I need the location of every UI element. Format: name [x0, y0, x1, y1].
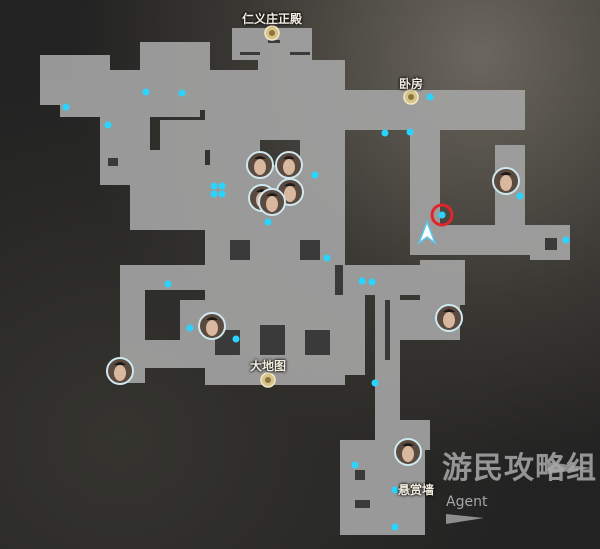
- npc-face: [114, 365, 126, 381]
- wall: [355, 470, 365, 480]
- floor-section: [140, 42, 210, 72]
- collectible-dot-icon[interactable]: [210, 182, 218, 190]
- npc-face: [284, 186, 296, 202]
- wall: [268, 40, 280, 43]
- collectible-dot-icon[interactable]: [371, 379, 379, 387]
- npc-face: [283, 159, 295, 175]
- floor-section: [205, 110, 345, 140]
- npc-face: [254, 159, 266, 175]
- map-floor: [40, 28, 570, 535]
- floor-section: [120, 265, 210, 290]
- wall: [108, 158, 118, 166]
- wall: [260, 325, 285, 355]
- collectible-dot-icon[interactable]: [426, 93, 434, 101]
- watermark-arrow: [548, 462, 592, 474]
- collectible-dot-icon[interactable]: [218, 182, 226, 190]
- npc-face: [402, 446, 414, 462]
- collectible-dot-icon[interactable]: [62, 103, 70, 111]
- floor-section: [40, 58, 60, 83]
- npc-hair: [263, 193, 281, 200]
- collectible-dot-icon[interactable]: [381, 129, 389, 137]
- collectible-dot-icon[interactable]: [218, 190, 226, 198]
- location-label-main-hall: 仁义庄正殿: [241, 12, 303, 26]
- floor-section: [130, 150, 205, 230]
- floor-section: [300, 138, 345, 168]
- collectible-dot-icon[interactable]: [264, 218, 272, 226]
- floor-section: [345, 295, 365, 375]
- npc-hair: [203, 317, 221, 324]
- wall: [290, 52, 310, 55]
- waypoint-icon-core: [269, 30, 275, 36]
- collectible-dot-icon[interactable]: [358, 277, 366, 285]
- collectible-dot-icon[interactable]: [164, 280, 172, 288]
- collectible-dot-icon[interactable]: [368, 278, 376, 286]
- npc-hair: [440, 309, 458, 316]
- npc-hair: [399, 443, 417, 450]
- collectible-dot-icon[interactable]: [351, 461, 359, 469]
- wall: [335, 265, 343, 295]
- watermark-subtext: Agent: [446, 494, 488, 510]
- wall: [305, 330, 330, 355]
- npc-hair: [281, 183, 299, 190]
- collectible-dot-icon[interactable]: [311, 171, 319, 179]
- floor-section: [60, 95, 200, 117]
- wall: [355, 500, 370, 508]
- waypoint-icon-core: [265, 377, 271, 383]
- npc-hair: [251, 156, 269, 163]
- collectible-dot-icon[interactable]: [391, 486, 399, 494]
- target-circle-icon[interactable]: [430, 203, 454, 227]
- npc-face: [443, 312, 455, 328]
- waypoint-icon-core: [408, 94, 414, 100]
- floor-section: [205, 225, 345, 385]
- collectible-dot-icon[interactable]: [142, 88, 150, 96]
- watermark-logo: 游民攻略组: [442, 451, 597, 486]
- collectible-dot-icon[interactable]: [323, 254, 331, 262]
- collectible-dot-icon[interactable]: [104, 121, 112, 129]
- npc-hair: [497, 172, 515, 179]
- collectible-dot-icon[interactable]: [178, 89, 186, 97]
- wall: [300, 240, 320, 260]
- collectible-dot-icon[interactable]: [562, 236, 570, 244]
- npc-face: [500, 175, 512, 191]
- floor-section: [420, 260, 465, 305]
- collectible-dot-icon[interactable]: [391, 523, 399, 531]
- wall: [230, 240, 250, 260]
- location-label-world-map: 大地图: [249, 359, 287, 373]
- map-walls: [108, 40, 557, 508]
- collectible-dot-icon[interactable]: [516, 192, 524, 200]
- npc-hair: [280, 156, 298, 163]
- collectible-dot-icon[interactable]: [406, 128, 414, 136]
- location-label-bounty-board: 悬赏墙: [397, 483, 435, 497]
- collectible-dot-icon[interactable]: [232, 335, 240, 343]
- floor-section: [110, 70, 150, 105]
- npc-face: [266, 196, 278, 212]
- wall: [545, 238, 557, 250]
- collectible-dot-icon[interactable]: [438, 211, 446, 219]
- collectible-dot-icon[interactable]: [210, 190, 218, 198]
- location-label-bedroom: 卧房: [398, 77, 424, 91]
- npc-hair: [111, 362, 129, 369]
- wall: [240, 52, 260, 55]
- watermark-arrow: [446, 514, 484, 524]
- floor-section: [290, 60, 345, 100]
- player-arrow-icon: [417, 219, 437, 246]
- collectible-dot-icon[interactable]: [186, 324, 194, 332]
- npc-face: [206, 320, 218, 336]
- wall: [385, 300, 390, 360]
